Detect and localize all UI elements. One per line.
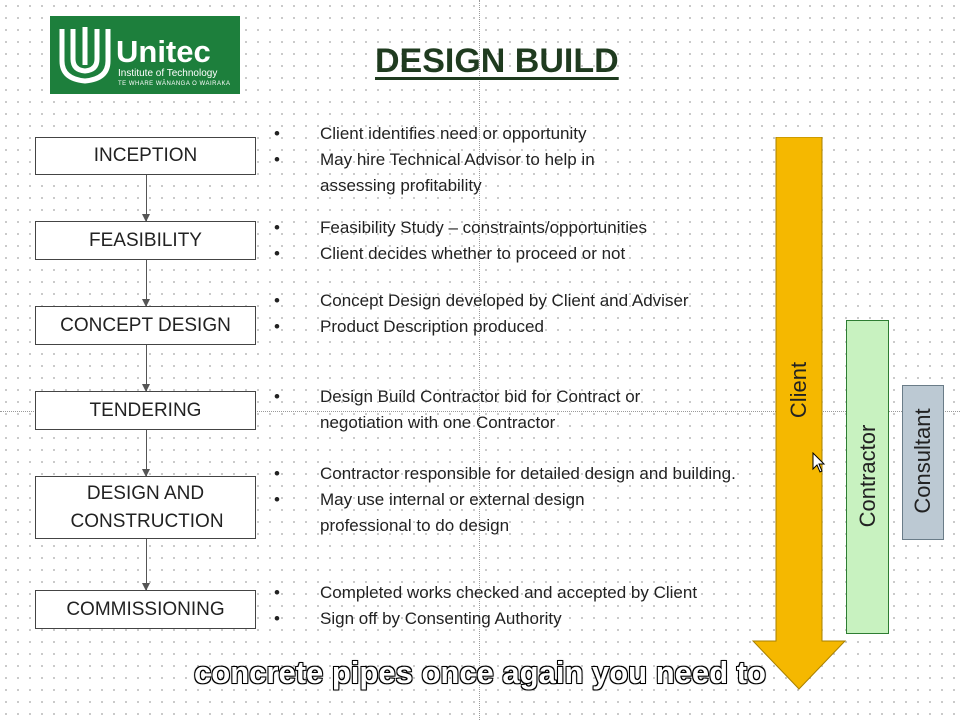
bullet-mark: •: [274, 218, 280, 237]
bullet-item: • May hire Technical Advisor to help in a…: [270, 147, 650, 199]
bullet-text: Client decides whether to proceed or not: [320, 244, 626, 263]
bullet-item: • Feasibility Study – constraints/opportu…: [270, 215, 750, 241]
bullet-text: May use internal or external design prof…: [320, 490, 585, 535]
bullet-text: Feasibility Study – constraints/opportun…: [320, 218, 647, 237]
stage-label: COMMISSIONING: [66, 598, 225, 620]
stage-label: INCEPTION: [93, 145, 198, 166]
bullet-mark: •: [274, 609, 280, 628]
bullet-text: Contractor responsible for detailed desi…: [320, 464, 736, 483]
stage-label: FEASIBILITY: [89, 229, 202, 251]
stage-commissioning: COMMISSIONING: [35, 590, 256, 629]
bullets-concept-design: • Concept Design developed by Client and …: [270, 288, 750, 340]
bullet-item: • Product Description produced: [270, 314, 750, 340]
bullet-item: • Client identifies need or opportunity: [270, 121, 750, 147]
stage-feasibility: FEASIBILITY: [35, 221, 256, 260]
bullet-mark: •: [274, 291, 280, 310]
flow-arrow: [142, 260, 150, 307]
client-arrow: [752, 137, 847, 690]
bullet-mark: •: [274, 464, 280, 483]
video-caption: concrete pipes once again you need to: [193, 654, 766, 691]
stage-label: DESIGN AND CONSTRUCTION: [70, 482, 224, 532]
stage-concept-design: CONCEPT DESIGN: [35, 306, 256, 345]
bullet-item: • Concept Design developed by Client and …: [270, 288, 750, 314]
flow-arrow: [142, 345, 150, 392]
bullet-mark: •: [274, 583, 280, 602]
bullet-text: Design Build Contractor bid for Contract…: [320, 387, 641, 432]
slide-title: DESIGN BUILD: [375, 42, 619, 80]
bullet-text: Client identifies need or opportunity: [320, 124, 587, 143]
bullet-mark: •: [274, 244, 280, 263]
bullet-text: Sign off by Consenting Authority: [320, 609, 562, 628]
stage-inception: INCEPTION: [35, 137, 256, 175]
horizontal-guide: [0, 411, 960, 412]
stage-label: TENDERING: [89, 399, 202, 421]
contractor-bar: [846, 320, 889, 634]
bullet-text: Concept Design developed by Client and A…: [320, 291, 689, 310]
unitec-logo: Unitec Institute of Technology TE WHARE …: [50, 16, 240, 94]
bullets-design-and-construction: • Contractor responsible for detailed des…: [270, 461, 750, 539]
logo-subtitle: Institute of Technology: [118, 68, 218, 79]
client-label: Client: [786, 361, 811, 419]
logo-name: Unitec: [116, 34, 211, 69]
bullet-mark: •: [274, 124, 280, 143]
bullet-item: • Design Build Contractor bid for Contrac…: [270, 384, 720, 436]
stage-tendering: TENDERING: [35, 391, 256, 430]
flow-arrow: [142, 175, 150, 222]
mouse-cursor-icon: [812, 452, 826, 473]
bullet-item: • May use internal or external design pro…: [270, 487, 680, 539]
bullet-mark: •: [274, 150, 280, 169]
stage-label: CONCEPT DESIGN: [60, 314, 231, 336]
consultant-bar: [902, 385, 944, 540]
bullet-mark: •: [274, 387, 280, 406]
bullet-item: • Completed works checked and accepted by…: [270, 580, 730, 606]
consultant-label: Consultant: [910, 408, 935, 514]
unitec-emblem-icon: [59, 27, 111, 84]
logo-tagline: TE WHARE WĀNANGA O WAIRAKA: [118, 81, 231, 87]
bullets-tendering: • Design Build Contractor bid for Contrac…: [270, 384, 750, 436]
bullet-mark: •: [274, 490, 280, 509]
flow-arrow: [142, 539, 150, 591]
flow-arrow: [142, 430, 150, 477]
bullets-feasibility: • Feasibility Study – constraints/opportu…: [270, 215, 750, 267]
vertical-guide: [479, 0, 480, 720]
bullet-item: • Contractor responsible for detailed des…: [270, 461, 740, 487]
bullet-mark: •: [274, 317, 280, 336]
stage-design-and-construction: DESIGN AND CONSTRUCTION: [35, 476, 256, 539]
bullet-text: Product Description produced: [320, 317, 544, 336]
bullets-inception: • Client identifies need or opportunity •…: [270, 121, 750, 199]
bullets-commissioning: • Completed works checked and accepted by…: [270, 580, 750, 632]
contractor-label: Contractor: [855, 424, 880, 528]
bullet-item: • Sign off by Consenting Authority: [270, 606, 750, 632]
bullet-text: Completed works checked and accepted by …: [320, 583, 698, 602]
bullet-text: May hire Technical Advisor to help in as…: [320, 150, 595, 195]
bullet-item: • Client decides whether to proceed or no…: [270, 241, 750, 267]
